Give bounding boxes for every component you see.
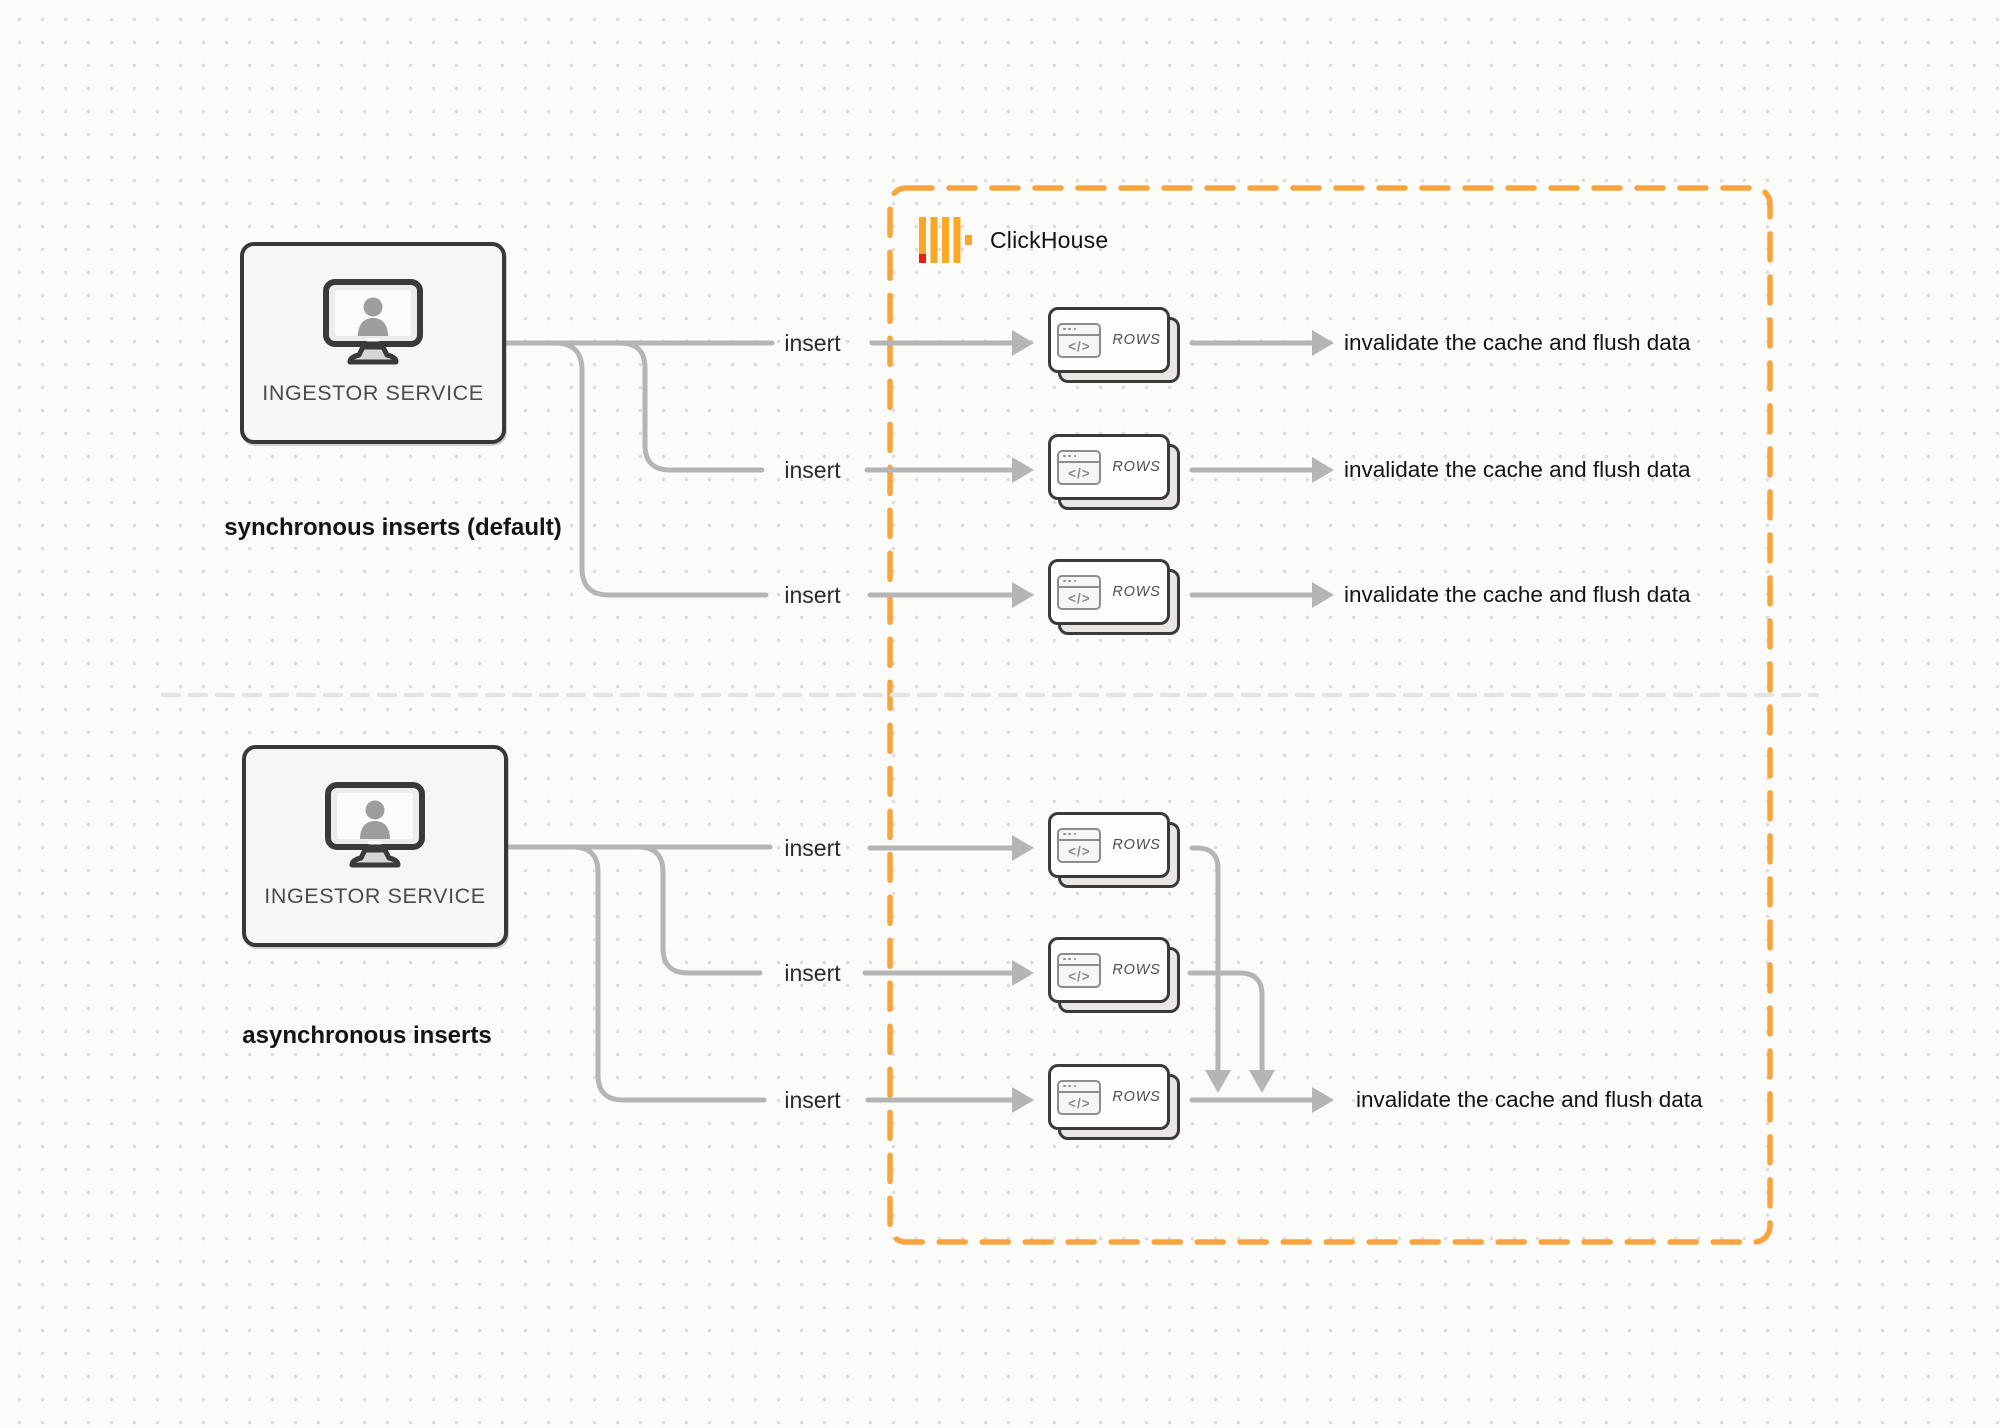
- clickhouse-boundary-box: [887, 185, 1773, 1245]
- browser-bar: [1059, 325, 1100, 336]
- ingestor-service-box-async: INGESTOR SERVICE: [242, 745, 508, 947]
- browser-bar: [1059, 452, 1100, 463]
- browser-bar: [1059, 830, 1100, 841]
- arrowheads: [1012, 330, 1334, 1113]
- rows-node-async-1: </> ROWS: [1048, 812, 1182, 890]
- ingestor-service-box-sync: INGESTOR SERVICE: [240, 242, 506, 444]
- browser-code-icon: </>: [1057, 322, 1102, 358]
- insert-label-async-1: insert: [784, 835, 841, 861]
- browser-code-icon: </>: [1057, 827, 1102, 863]
- rows-node-sync-1: </> ROWS: [1048, 307, 1182, 385]
- code-glyph: </>: [1068, 590, 1091, 606]
- code-glyph: </>: [1068, 465, 1091, 481]
- rows-node-async-2: </> ROWS: [1048, 937, 1182, 1015]
- browser-code-icon: </>: [1057, 449, 1102, 485]
- browser-bar: [1059, 577, 1100, 588]
- ingestor-service-label: INGESTOR SERVICE: [264, 884, 486, 908]
- rows-node-async-3: </> ROWS: [1048, 1064, 1182, 1142]
- rows-card: </> ROWS: [1048, 937, 1170, 1003]
- code-glyph: </>: [1068, 338, 1091, 354]
- browser-code-icon: </>: [1057, 952, 1102, 988]
- ingestor-service-label: INGESTOR SERVICE: [262, 381, 484, 405]
- rows-card: </> ROWS: [1048, 812, 1170, 878]
- code-glyph: </>: [1068, 843, 1091, 859]
- code-glyph: </>: [1068, 1095, 1091, 1111]
- clickhouse-wordmark: ClickHouse: [990, 226, 1109, 253]
- code-glyph: </>: [1068, 968, 1091, 984]
- browser-bar: [1059, 1082, 1100, 1093]
- rows-label: ROWS: [1112, 584, 1161, 600]
- rows-card: </> ROWS: [1048, 307, 1170, 373]
- rows-node-sync-3: </> ROWS: [1048, 559, 1182, 637]
- insert-label-sync-2: insert: [784, 457, 841, 483]
- connector-paths: [503, 340, 1317, 1103]
- rows-card: </> ROWS: [1048, 434, 1170, 500]
- rows-node-sync-2: </> ROWS: [1048, 434, 1182, 512]
- result-label-sync-3: invalidate the cache and flush data: [1344, 582, 1691, 607]
- rows-label: ROWS: [1112, 1089, 1161, 1105]
- monitor-user-icon: [325, 782, 425, 868]
- rows-card: </> ROWS: [1048, 559, 1170, 625]
- insert-label-async-3: insert: [784, 1087, 841, 1113]
- browser-bar: [1059, 955, 1100, 966]
- insert-label-async-2: insert: [784, 960, 841, 986]
- rows-label: ROWS: [1112, 459, 1161, 475]
- sync-caption: synchronous inserts (default): [224, 514, 562, 541]
- monitor-user-icon: [323, 279, 423, 365]
- result-label-sync-1: invalidate the cache and flush data: [1344, 330, 1691, 355]
- clickhouse-logo-icon: [919, 217, 972, 263]
- result-label-sync-2: invalidate the cache and flush data: [1344, 457, 1691, 482]
- rows-card: </> ROWS: [1048, 1064, 1170, 1130]
- async-caption: asynchronous inserts: [242, 1022, 492, 1049]
- rows-label: ROWS: [1112, 962, 1161, 978]
- insert-label-sync-3: insert: [784, 582, 841, 608]
- browser-code-icon: </>: [1057, 574, 1102, 610]
- clickhouse-logo: ClickHouse: [919, 216, 1108, 264]
- browser-code-icon: </>: [1057, 1079, 1102, 1115]
- result-label-async: invalidate the cache and flush data: [1356, 1087, 1703, 1112]
- insert-label-sync-1: insert: [784, 330, 841, 356]
- rows-label: ROWS: [1112, 837, 1161, 853]
- rows-label: ROWS: [1112, 332, 1161, 348]
